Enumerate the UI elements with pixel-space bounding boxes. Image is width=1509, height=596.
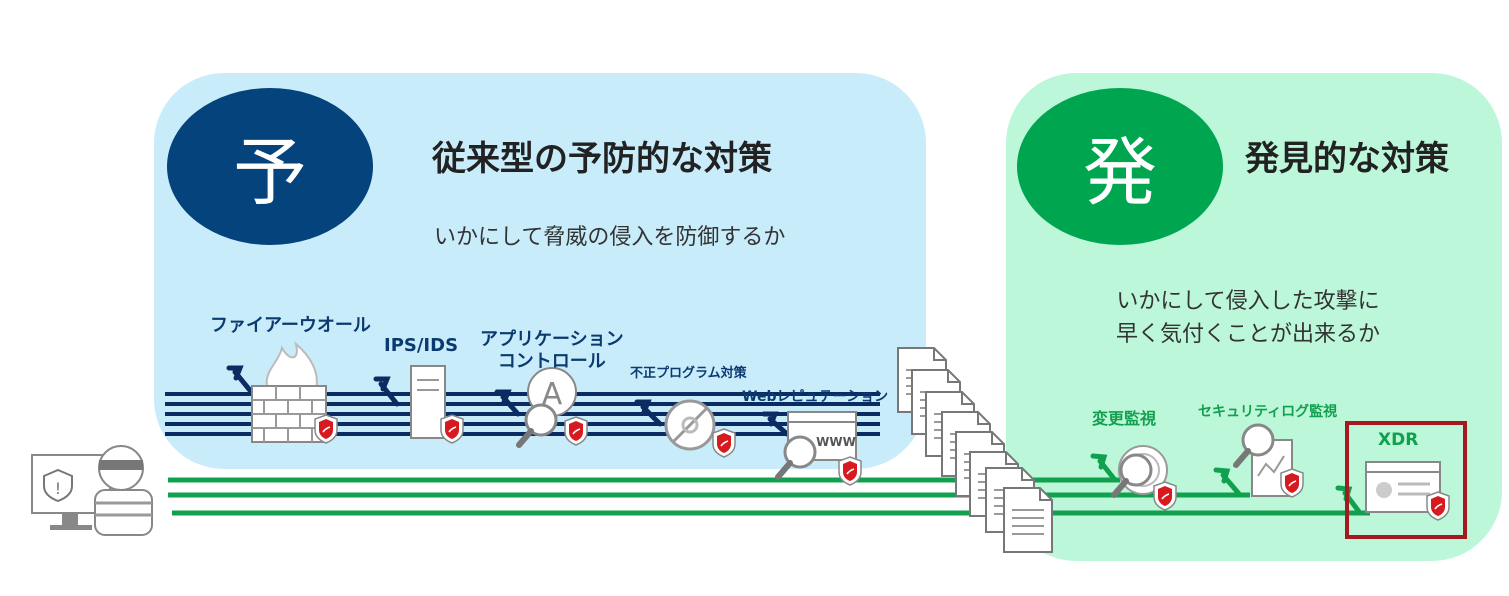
ips-ids-label: IPS/IDS (384, 335, 459, 356)
app-control-label-line1: アプリケーション (480, 329, 624, 350)
block-arrows (226, 365, 790, 437)
svg-text:!: ! (55, 479, 61, 498)
log-monitoring-label: セキュリティログ監視 (1198, 404, 1338, 420)
detective-subtitle-line2: 早く気付くことが出来るか (1116, 322, 1381, 347)
app-control-icon: A (519, 367, 588, 445)
detective-circle: 発 (1017, 88, 1223, 245)
log-monitor-icon (1236, 425, 1304, 498)
detective-subtitle: いかにして侵入した攻撃に 早く気付くことが出来るか (1116, 285, 1380, 351)
xdr-console-icon (1365, 461, 1450, 521)
web-reputation-icon: WWW (778, 411, 862, 486)
app-control-label-line2: コントロール (497, 351, 606, 372)
server-icon (410, 365, 464, 444)
detective-circle-char: 発 (1083, 130, 1157, 216)
detective-flow-lines (168, 477, 1370, 516)
malware-label: 不正プログラム対策 (630, 366, 747, 381)
app-control-label: アプリケーション コントロール (480, 329, 624, 373)
malware-icon (664, 399, 736, 458)
xdr-label: XDR (1378, 430, 1419, 450)
attacker-icon: ! (31, 445, 153, 536)
preventive-circle: 予 (167, 88, 373, 245)
preventive-title: 従来型の予防的な対策 (432, 139, 772, 179)
fingerprint-icon (1114, 445, 1177, 511)
preventive-subtitle: いかにして脅威の侵入を防御するか (434, 225, 786, 250)
xdr-highlight-box (1345, 421, 1467, 539)
detective-subtitle-line1: いかにして侵入した攻撃に (1116, 289, 1380, 314)
www-text: WWW (816, 435, 856, 449)
firewall-label: ファイアーウオール (210, 315, 371, 336)
firewall-icon (251, 341, 338, 444)
detective-title: 発見的な対策 (1245, 139, 1449, 179)
web-reputation-label: Webレピュテーション (742, 389, 889, 405)
change-monitoring-label: 変更監視 (1092, 409, 1157, 428)
svg-text:A: A (542, 377, 563, 412)
document-stack-icon (897, 347, 1053, 553)
preventive-circle-char: 予 (233, 130, 307, 216)
